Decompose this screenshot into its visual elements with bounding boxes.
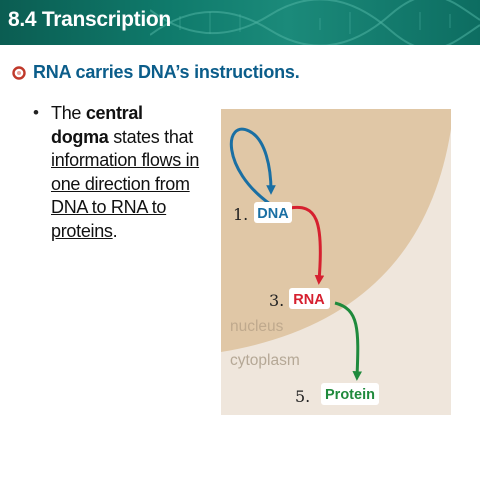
dna-helix-decoration: [150, 0, 480, 45]
protein-label-box: [321, 383, 379, 405]
bullet-text-end: .: [112, 220, 118, 241]
circle-bullet-icon: [12, 66, 26, 80]
step3-label: RNA: [293, 292, 325, 308]
central-dogma-figure: 1. DNA 3. RNA nucleus cytoplasm 5. Prote…: [221, 109, 451, 415]
bullet-marker: •: [33, 103, 39, 122]
bullet-text-pre: The: [51, 103, 86, 123]
bullet-text-mid: states that: [108, 126, 193, 147]
bullet-text-underlined: information flows in one direction from …: [51, 150, 200, 241]
rna-label-box: [289, 288, 330, 309]
transcription-arrow: [289, 205, 325, 285]
step3-number: 3.: [269, 291, 284, 310]
step5-number: 5.: [295, 387, 310, 406]
step5-label: Protein: [325, 387, 375, 403]
dna-label-box: [254, 202, 292, 223]
bullet-text: The central dogma states that informatio…: [51, 102, 201, 243]
dna-replication-arrow: [229, 127, 276, 206]
slide-heading: RNA carries DNA’s instructions.: [33, 62, 300, 82]
translation-arrow: [334, 301, 363, 381]
slide-title: 8.4 Transcription: [8, 8, 171, 31]
nucleus-region: [221, 109, 451, 352]
cytoplasm-label: cytoplasm: [230, 352, 300, 369]
central-dogma-term: central dogma: [51, 103, 143, 147]
nucleus-label: nucleus: [230, 318, 284, 335]
step1-number: 1.: [233, 205, 248, 224]
step1-label: DNA: [257, 206, 289, 222]
slide-header: 8.4 Transcription: [0, 0, 480, 45]
